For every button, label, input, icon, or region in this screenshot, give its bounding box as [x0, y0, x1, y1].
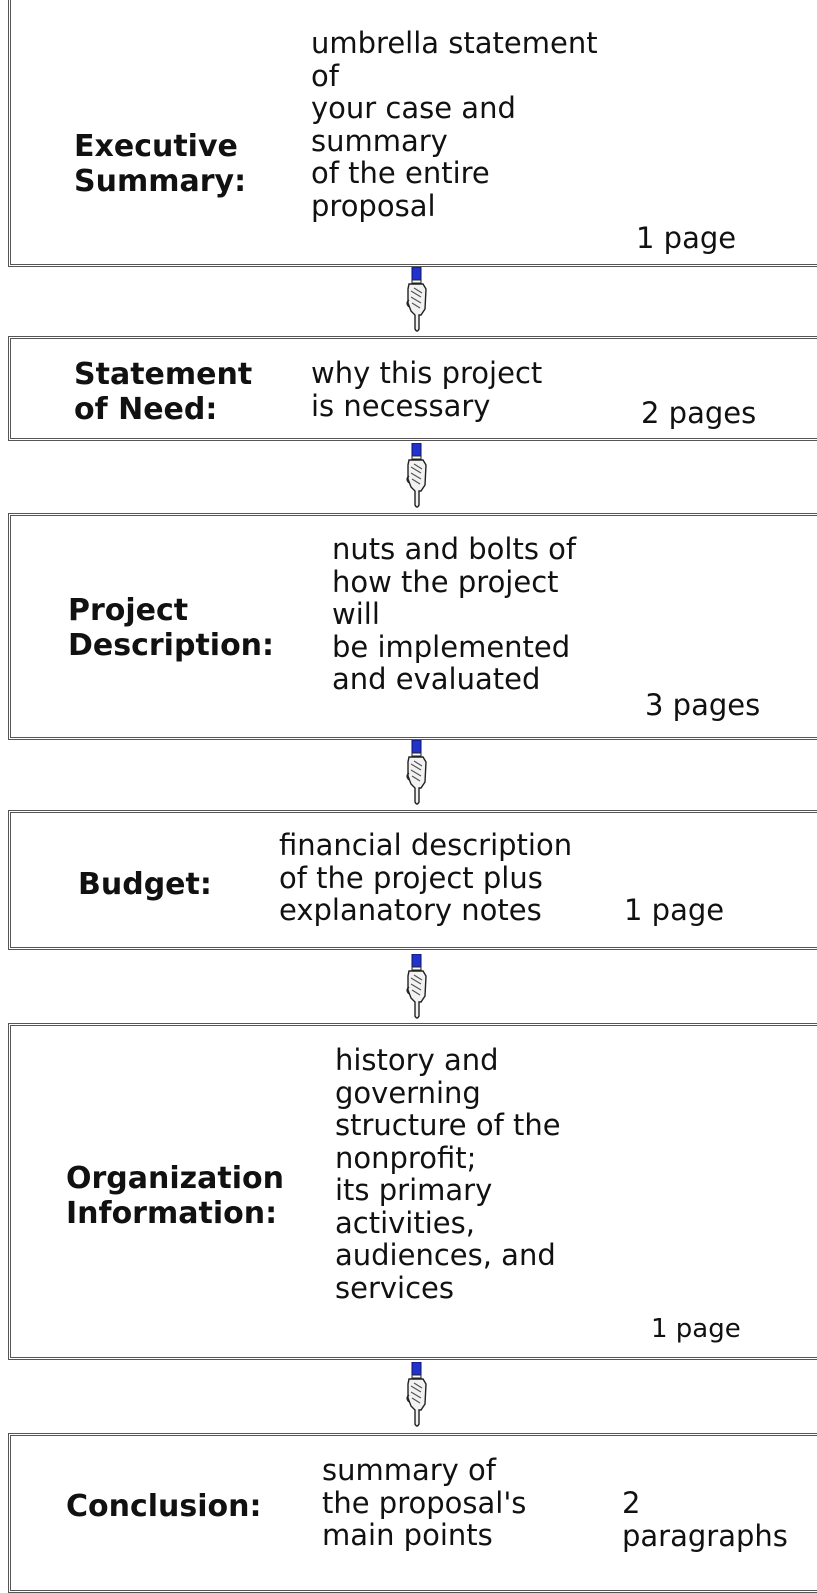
- pointing-hand-down-icon: [406, 443, 427, 508]
- section-conclusion: Conclusion: summary of the proposal's ma…: [8, 1433, 817, 1593]
- section-length: 1 page: [651, 1314, 741, 1344]
- section-label: Statement of Need:: [74, 357, 253, 427]
- section-length: 2 paragraphs: [622, 1486, 788, 1553]
- section-description: summary of the proposal's main points: [322, 1453, 527, 1552]
- section-executive-summary: Executive Summary: umbrella statement of…: [8, 0, 817, 267]
- section-label: Budget:: [78, 867, 212, 902]
- section-length: 1 page: [636, 221, 737, 255]
- section-length: 1 page: [624, 893, 725, 927]
- section-length: 3 pages: [645, 688, 761, 722]
- section-budget: Budget: financial description of the pro…: [8, 810, 817, 950]
- section-description: umbrella statement of your case and summ…: [311, 26, 598, 223]
- pointing-hand-down-icon: [406, 740, 427, 805]
- section-organization-information: Organization Information: history and go…: [8, 1023, 817, 1360]
- section-label: Project Description:: [68, 593, 275, 663]
- section-length: 2 pages: [641, 396, 757, 430]
- section-description: why this project is necessary: [311, 356, 543, 423]
- pointing-hand-down-icon: [406, 267, 427, 332]
- section-description: nuts and bolts of how the project will b…: [332, 532, 577, 696]
- section-statement-of-need: Statement of Need: why this project is n…: [8, 336, 817, 441]
- section-project-description: Project Description: nuts and bolts of h…: [8, 513, 817, 740]
- section-label: Organization Information:: [66, 1161, 284, 1231]
- section-description: history and governing structure of the n…: [335, 1043, 561, 1305]
- pointing-hand-down-icon: [406, 1362, 427, 1427]
- pointing-hand-down-icon: [406, 954, 427, 1019]
- section-label: Conclusion:: [66, 1489, 262, 1524]
- section-label: Executive Summary:: [74, 129, 247, 199]
- section-description: financial description of the project plu…: [279, 828, 573, 927]
